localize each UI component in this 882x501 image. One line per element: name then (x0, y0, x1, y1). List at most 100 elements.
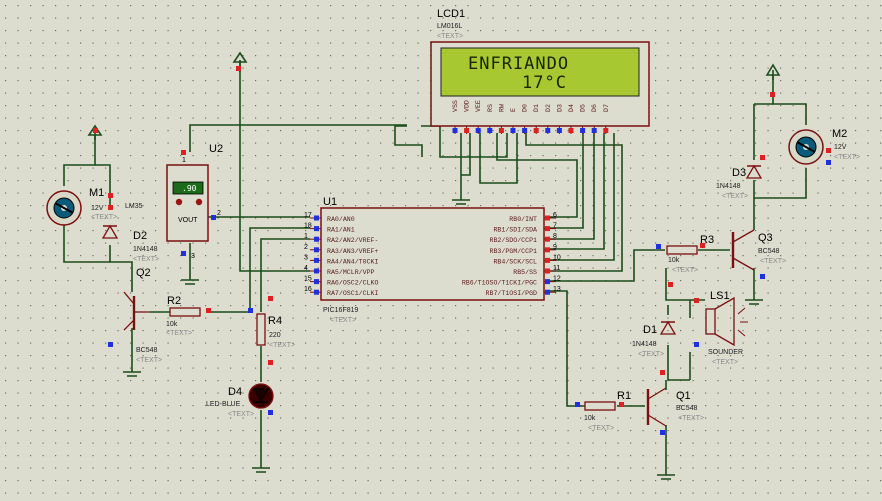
pic-left-pin-number: 15 (304, 276, 312, 283)
pic-right-pin-number: 13 (553, 286, 561, 293)
lcd-pin-label: D0 (522, 104, 529, 112)
r3-value: 10k (668, 257, 680, 264)
ground-q3 (745, 298, 763, 305)
lcd-pin-marker (464, 128, 470, 133)
lcd-pin-label: VDD (464, 100, 471, 112)
pic-right-pin-label: RB6/T1OSO/T1CKI/PGC (462, 280, 537, 287)
lcd-screen (440, 47, 640, 97)
pic-left-pin-number: 1 (304, 233, 308, 240)
r2-value: 10k (166, 321, 178, 328)
lcd-pin-label: RS (487, 104, 494, 112)
d3-text-tag: <TEXT> (722, 193, 748, 200)
pic-left-pin-marker (314, 279, 319, 285)
lcd-pin-marker (603, 128, 609, 133)
pin-state-marker (660, 430, 665, 435)
r4-value: 220 (269, 332, 281, 339)
lcd-pin-marker (533, 128, 539, 133)
d2-text-tag: <TEXT> (133, 256, 159, 263)
m1-value: 12V (91, 205, 104, 212)
r4-text-tag: <TEXT> (269, 342, 295, 349)
pic-right-pin-marker (545, 289, 550, 295)
pin-state-marker (656, 244, 661, 249)
ground-u2 (181, 255, 199, 285)
pin-state-marker (826, 148, 831, 153)
resistor-r2[interactable]: R2 10k <TEXT> (166, 295, 201, 337)
motor-m1[interactable]: M1 12V <TEXT> (46, 187, 117, 226)
pin-state-marker (694, 298, 699, 303)
lcd-line1: ENFRIANDO (468, 54, 569, 74)
pin-state-marker (760, 155, 765, 160)
pin-state-marker (660, 370, 665, 375)
lcd-pin-marker (591, 128, 597, 133)
lcd-ref: LCD1 (437, 8, 465, 20)
motor-m2[interactable]: M2 12V <TEXT> (788, 128, 860, 165)
q1-model: BC548 (676, 405, 698, 412)
pic-right-pin-label: RB1/SDI/SDA (493, 227, 537, 234)
pin-state-marker (181, 150, 186, 155)
pic-right-pin-marker (545, 279, 550, 285)
d3-ref: D3 (732, 167, 746, 179)
pic-microcontroller[interactable]: U1 PIC16F819 <TEXT> RA0/AN017RA1/AN118RA… (304, 196, 561, 324)
diode-d3[interactable]: D3 1N4148 <TEXT> (716, 164, 763, 200)
lcd-pin-marker (522, 128, 528, 133)
lcd-pin-marker (452, 128, 458, 133)
r1-text-tag: <TEXT> (588, 425, 614, 432)
u2-readout: .90 (182, 184, 197, 193)
d4-model: LED-BLUE (206, 401, 241, 408)
ground-q1 (657, 470, 675, 480)
pin-state-marker (700, 243, 705, 248)
resistor-r1[interactable]: R1 10k <TEXT> (584, 390, 631, 432)
pic-left-pin-label: RA6/OSC2/CLKO (327, 280, 378, 287)
temperature-sensor-u2[interactable]: U2 .90 VOUT LM35 2 1 3 (125, 143, 223, 260)
pic-right-pin-number: 8 (553, 233, 557, 240)
pic-left-pin-marker (314, 289, 319, 295)
resistor-r4[interactable]: R4 220 <TEXT> (256, 313, 295, 349)
lcd-pin-label: D4 (568, 104, 575, 112)
transistor-q2[interactable]: Q2 BC548 <TEXT> (123, 267, 162, 364)
sounder-ls1[interactable]: LS1 SOUNDER <TEXT> (705, 290, 748, 366)
lcd-pin-marker (568, 128, 574, 133)
pin-state-marker (236, 66, 241, 71)
ls1-ref: LS1 (710, 290, 730, 302)
lcd-pin-label: E (510, 108, 517, 112)
diode-d2[interactable]: D2 1N4148 <TEXT> (101, 224, 159, 263)
pin-state-marker (575, 402, 580, 407)
ground-lcd (452, 198, 470, 205)
pin-state-marker (108, 205, 113, 210)
pin-state-marker (826, 160, 831, 165)
q1-ref: Q1 (676, 390, 691, 402)
q2-model: BC548 (136, 347, 158, 354)
led-d4[interactable]: D4 LED-BLUE <TEXT> (206, 383, 274, 418)
d4-ref: D4 (228, 386, 242, 398)
transistor-q1[interactable]: Q1 BC548 <TEXT> (646, 387, 704, 427)
pin-state-marker (108, 342, 113, 347)
pic-left-pin-label: RA0/AN0 (327, 216, 355, 223)
diode-d1[interactable]: D1 1N4148 <TEXT> (632, 320, 677, 358)
u2-pin-vcc: 1 (182, 157, 186, 164)
pin-state-marker (268, 296, 273, 301)
lcd-pin-marker (487, 128, 493, 133)
pin-state-marker (268, 360, 273, 365)
m2-value: 12V (834, 144, 847, 151)
q3-ref: Q3 (758, 232, 773, 244)
m2-ref: M2 (832, 128, 847, 140)
pic-left-pin-label: RA3/AN3/VREF+ (327, 248, 378, 255)
lcd-model: LM016L (437, 23, 462, 30)
pic-left-pin-label: RA1/AN1 (327, 227, 355, 234)
u2-model: LM35 (125, 203, 143, 210)
r1-ref: R1 (617, 390, 631, 402)
pin-state-marker (206, 308, 211, 313)
transistor-q3[interactable]: Q3 BC548 <TEXT> (731, 229, 786, 271)
pic-right-pin-label: RB0/INT (509, 216, 537, 223)
r3-text-tag: <TEXT> (672, 267, 698, 274)
pic-left-pin-marker (314, 215, 319, 221)
ground-q2 (123, 368, 141, 377)
pic-right-pin-label: RB2/SDO/CCP1 (490, 237, 538, 244)
q2-ref: Q2 (136, 267, 151, 279)
pic-left-pin-number: 4 (304, 265, 308, 272)
pin-state-marker (668, 282, 673, 287)
pin-state-marker (181, 251, 186, 256)
r2-ref: R2 (167, 295, 181, 307)
m1-text-tag: <TEXT> (91, 214, 117, 221)
